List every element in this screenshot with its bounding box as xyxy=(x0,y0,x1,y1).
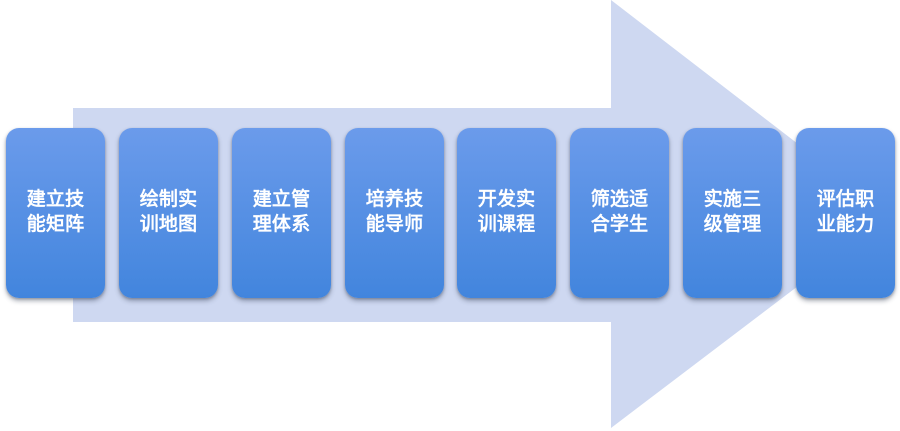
step-label-8: 评估职 业能力 xyxy=(816,189,875,235)
step-box-2[interactable]: 绘制实 训地图 xyxy=(119,128,218,298)
step-box-4[interactable]: 培养技 能导师 xyxy=(345,128,444,298)
step-label-4: 培养技 能导师 xyxy=(365,189,424,235)
step-box-3[interactable]: 建立管 理体系 xyxy=(232,128,331,298)
step-label-3: 建立管 理体系 xyxy=(252,189,311,235)
step-box-1[interactable]: 建立技 能矩阵 xyxy=(6,128,105,298)
step-box-6[interactable]: 筛选适 合学生 xyxy=(570,128,669,298)
step-box-5[interactable]: 开发实 训课程 xyxy=(457,128,556,298)
step-label-5: 开发实 训课程 xyxy=(477,189,536,235)
step-label-7: 实施三 级管理 xyxy=(703,189,762,235)
step-label-6: 筛选适 合学生 xyxy=(590,189,649,235)
step-box-7[interactable]: 实施三 级管理 xyxy=(683,128,782,298)
step-box-8[interactable]: 评估职 业能力 xyxy=(796,128,895,298)
step-label-1: 建立技 能矩阵 xyxy=(26,189,85,235)
step-label-2: 绘制实 训地图 xyxy=(139,189,198,235)
